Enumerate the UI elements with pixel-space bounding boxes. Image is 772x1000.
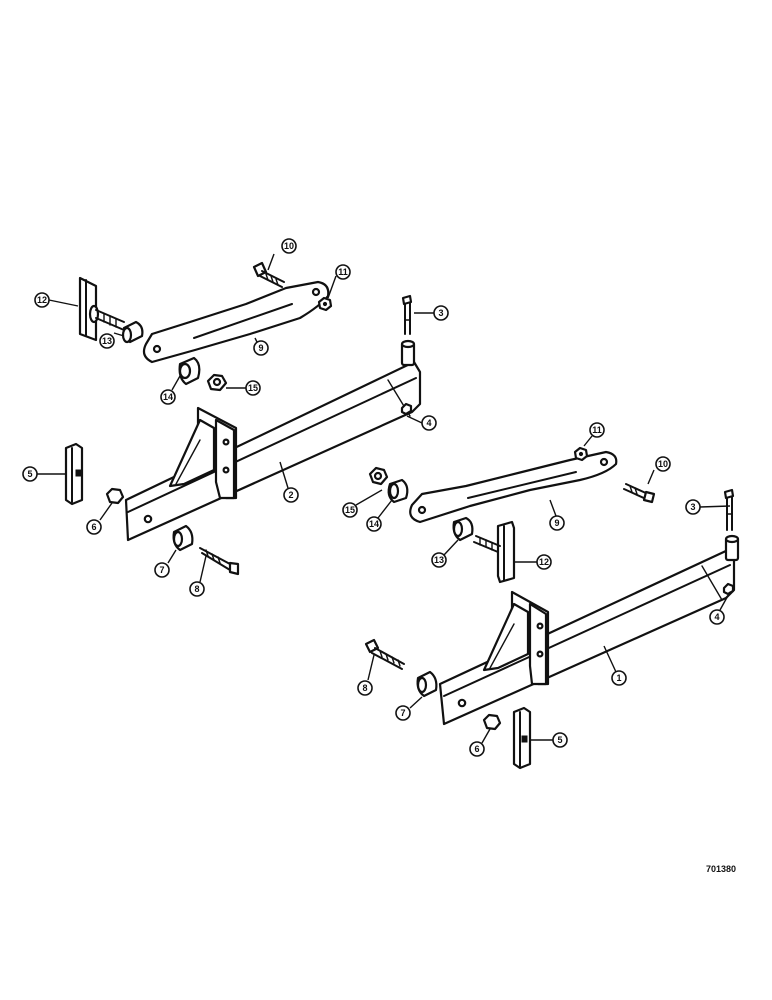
callout-4-lower: 4 bbox=[709, 609, 725, 625]
svg-text:8: 8 bbox=[362, 683, 367, 693]
svg-text:1: 1 bbox=[616, 673, 621, 683]
spacer-14-upper bbox=[178, 356, 201, 386]
callout-12-lower: 12 bbox=[536, 554, 552, 570]
nut-6-lower bbox=[482, 713, 502, 731]
svg-text:6: 6 bbox=[474, 744, 479, 754]
nut-6-upper bbox=[105, 487, 125, 505]
spacer-13-lower bbox=[452, 516, 474, 542]
callout-3-upper: 3 bbox=[433, 305, 449, 321]
callout-7-upper: 7 bbox=[154, 562, 170, 578]
spacer-7-upper bbox=[172, 524, 194, 552]
svg-text:12: 12 bbox=[37, 295, 47, 305]
plate-12-upper bbox=[78, 276, 125, 342]
svg-text:3: 3 bbox=[438, 308, 443, 318]
nut-11-lower bbox=[573, 446, 589, 462]
bolt-3-lower bbox=[723, 488, 735, 531]
callout-15-lower: 15 bbox=[342, 502, 358, 518]
svg-text:11: 11 bbox=[592, 425, 602, 435]
callouts: 12 13 10 11 9 3 4 14 15 5 6 2 7 8 15 14 … bbox=[22, 238, 725, 757]
callout-6-lower: 6 bbox=[469, 741, 485, 757]
main-bar-upper bbox=[124, 339, 422, 542]
callout-4-upper: 4 bbox=[421, 415, 437, 431]
nut-11-upper bbox=[317, 296, 333, 312]
nut-15-lower bbox=[368, 466, 389, 486]
svg-text:10: 10 bbox=[284, 241, 294, 251]
svg-text:5: 5 bbox=[27, 469, 32, 479]
svg-text:7: 7 bbox=[400, 708, 405, 718]
svg-text:15: 15 bbox=[248, 383, 258, 393]
callout-14-upper: 14 bbox=[160, 389, 176, 405]
svg-text:8: 8 bbox=[194, 584, 199, 594]
svg-text:13: 13 bbox=[434, 555, 444, 565]
leader-lines bbox=[37, 253, 731, 744]
callout-14-lower: 14 bbox=[366, 516, 382, 532]
mounting-bracket-upper bbox=[168, 406, 238, 500]
spacer-7-lower bbox=[416, 670, 438, 698]
bolt-10-upper bbox=[252, 261, 285, 288]
spacer-13-upper bbox=[121, 320, 144, 344]
svg-text:15: 15 bbox=[345, 505, 355, 515]
svg-text:6: 6 bbox=[91, 522, 96, 532]
bolt-10-lower bbox=[623, 483, 656, 504]
svg-text:11: 11 bbox=[338, 267, 348, 277]
svg-text:9: 9 bbox=[258, 343, 263, 353]
callout-12-upper: 12 bbox=[34, 292, 50, 308]
bolt-8-upper bbox=[199, 547, 240, 576]
mounting-bracket-lower bbox=[482, 590, 550, 686]
callout-9-lower: 9 bbox=[549, 515, 565, 531]
callout-11-lower: 11 bbox=[589, 422, 605, 438]
svg-text:3: 3 bbox=[690, 502, 695, 512]
callout-15-upper: 15 bbox=[245, 380, 261, 396]
svg-text:2: 2 bbox=[288, 490, 293, 500]
brace-arm-lower bbox=[409, 450, 618, 524]
bolt-8-lower bbox=[364, 638, 405, 670]
callout-8-upper: 8 bbox=[189, 581, 205, 597]
callout-10-upper: 10 bbox=[281, 238, 297, 254]
callout-3-lower: 3 bbox=[685, 499, 701, 515]
nut-15-upper bbox=[206, 373, 228, 392]
callout-9-upper: 9 bbox=[253, 340, 269, 356]
callout-11-upper: 11 bbox=[335, 264, 351, 280]
callout-5-upper: 5 bbox=[22, 466, 38, 482]
callout-10-lower: 10 bbox=[655, 456, 671, 472]
clip-5-lower bbox=[512, 706, 532, 770]
callout-5-lower: 5 bbox=[552, 732, 568, 748]
plate-12-lower bbox=[473, 520, 516, 584]
bolt-3-upper bbox=[401, 294, 413, 335]
callout-8-lower: 8 bbox=[357, 680, 373, 696]
spacer-14-lower bbox=[387, 478, 409, 504]
svg-text:10: 10 bbox=[658, 459, 668, 469]
main-bar-lower bbox=[438, 534, 740, 726]
brace-arm-upper bbox=[142, 280, 330, 364]
callout-1: 1 bbox=[611, 670, 627, 686]
svg-text:4: 4 bbox=[426, 418, 431, 428]
svg-text:9: 9 bbox=[554, 518, 559, 528]
svg-text:14: 14 bbox=[163, 392, 173, 402]
svg-text:14: 14 bbox=[369, 519, 379, 529]
callout-13-lower: 13 bbox=[431, 552, 447, 568]
figure-id: 701380 bbox=[706, 864, 736, 874]
callout-13-upper: 13 bbox=[99, 333, 115, 349]
svg-text:12: 12 bbox=[539, 557, 549, 567]
nut-4-upper bbox=[400, 402, 413, 416]
clip-5-upper bbox=[64, 442, 84, 506]
callout-7-lower: 7 bbox=[395, 705, 411, 721]
callout-2: 2 bbox=[283, 487, 299, 503]
svg-text:7: 7 bbox=[159, 565, 164, 575]
svg-text:4: 4 bbox=[714, 612, 719, 622]
nut-4-lower bbox=[722, 582, 735, 596]
svg-text:5: 5 bbox=[557, 735, 562, 745]
svg-text:13: 13 bbox=[102, 336, 112, 346]
callout-6-upper: 6 bbox=[86, 519, 102, 535]
